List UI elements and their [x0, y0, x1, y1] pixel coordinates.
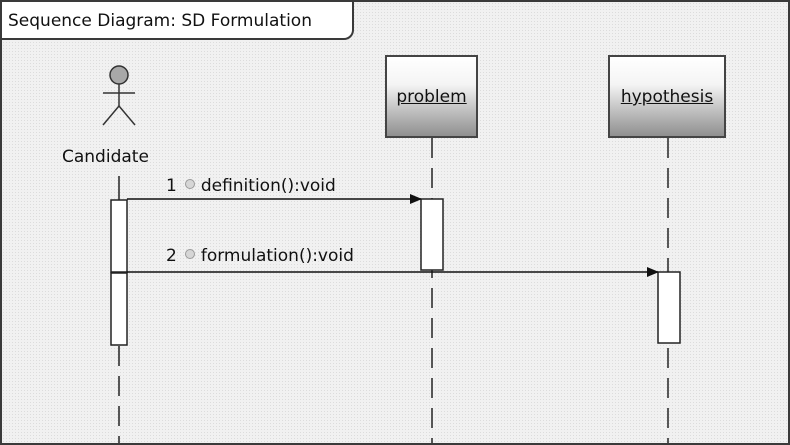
message-dot-icon [184, 179, 195, 189]
diagram-title: Sequence Diagram: SD Formulation [8, 11, 312, 31]
message-number-2: 2 [166, 246, 177, 266]
frame-title-tab[interactable]: Sequence Diagram: SD Formulation [2, 2, 354, 40]
message-label-2[interactable]: 2 formulation():void [166, 246, 354, 266]
message-text-2: formulation():void [200, 246, 354, 266]
message-text-1: definition():void [200, 176, 336, 196]
lifeline-problem-label: problem [396, 87, 467, 107]
message-label-1[interactable]: 1 definition():void [166, 176, 336, 196]
actor-activation-1[interactable] [110, 199, 128, 273]
lifeline-hypothesis-label: hypothesis [620, 87, 714, 107]
actor-activation-2[interactable] [110, 272, 128, 346]
hypothesis-activation[interactable] [657, 271, 681, 344]
actor-name: Candidate [62, 147, 149, 167]
message-number-1: 1 [166, 176, 177, 196]
lifeline-problem-box[interactable]: problem [385, 55, 478, 138]
message-dot-icon [184, 249, 195, 259]
problem-activation[interactable] [420, 198, 444, 271]
lifeline-hypothesis-box[interactable]: hypothesis [608, 55, 726, 138]
actor-figure-icon[interactable] [102, 65, 136, 126]
